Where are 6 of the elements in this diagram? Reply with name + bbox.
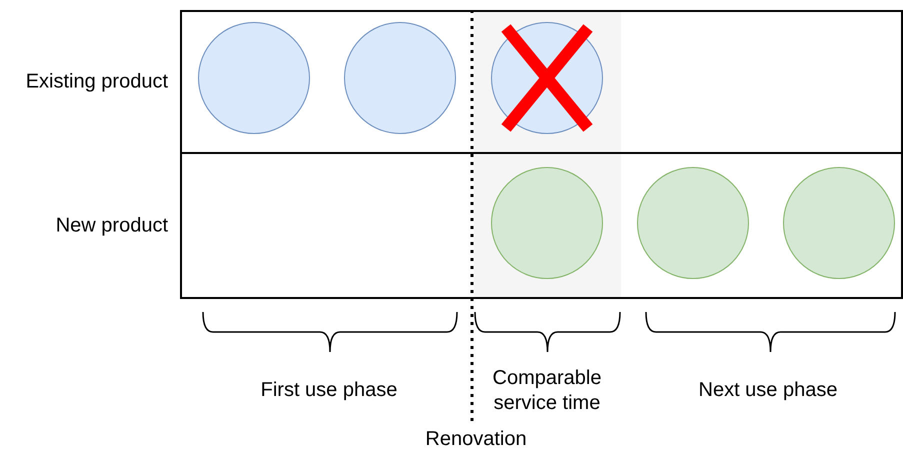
phase-label: Comparable service time xyxy=(492,366,602,416)
phase-label: First use phase xyxy=(260,378,398,403)
phase-label: Renovation xyxy=(424,427,528,450)
row-label: Existing product xyxy=(26,70,168,94)
row-label: New product xyxy=(56,214,168,237)
phase-label: Next use phase xyxy=(698,378,838,403)
